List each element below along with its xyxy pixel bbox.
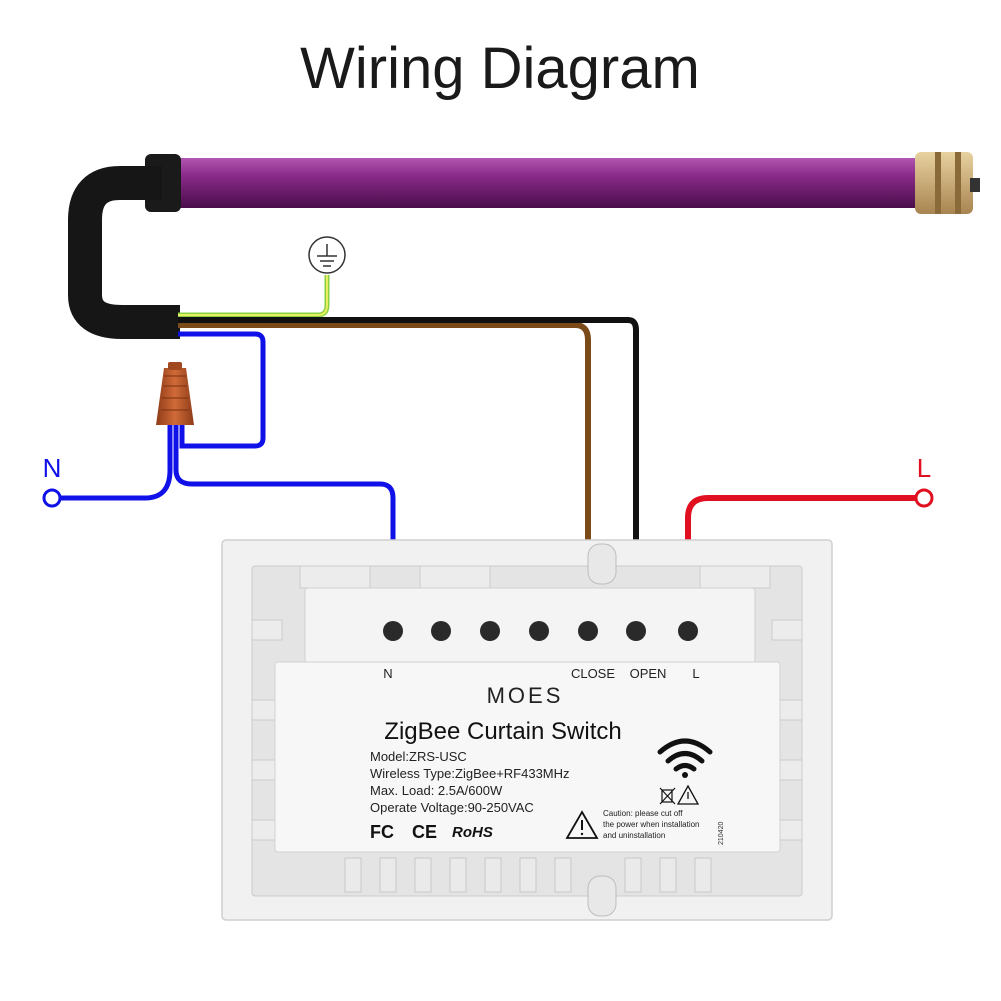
switch-terminal-n: N — [383, 666, 392, 681]
switch-terminal-open: OPEN — [630, 666, 667, 681]
fcc-logo: FC — [370, 822, 394, 842]
screw-unused-1 — [431, 621, 451, 641]
switch-terminal-close: CLOSE — [571, 666, 615, 681]
switch-neutral-wire — [173, 425, 396, 628]
live-terminal-label: L — [917, 453, 931, 483]
neutral-terminal-label: N — [43, 453, 62, 483]
caution-line-3: and uninstallation — [603, 831, 665, 840]
ground-symbol-icon — [308, 236, 346, 274]
product-name: ZigBee Curtain Switch — [384, 718, 621, 745]
warning-triangle-icon — [565, 810, 599, 839]
switch-terminal-l: L — [692, 666, 699, 681]
screw-unused-3 — [529, 621, 549, 641]
switch-body — [221, 539, 833, 921]
motor-cable — [68, 166, 180, 339]
close-wire — [178, 322, 591, 628]
neutral-terminal — [42, 488, 62, 508]
tubular-motor — [145, 152, 980, 214]
caution-line-1: Caution: please cut off — [603, 809, 683, 818]
screw-l — [678, 621, 698, 641]
live-wire — [685, 495, 916, 628]
voltage-text: Operate Voltage:90-250VAC — [370, 800, 534, 815]
brand-logo: MOES — [487, 683, 564, 708]
rohs-logo: RoHS — [452, 824, 493, 841]
screw-unused-2 — [480, 621, 500, 641]
ground-wire — [178, 275, 330, 318]
neutral-input-wire — [60, 425, 173, 501]
batch-code: 210420 — [718, 822, 725, 845]
terminal-screws — [383, 621, 698, 641]
wire-nut — [156, 362, 194, 425]
wireless-text: Wireless Type:ZigBee+RF433MHz — [370, 766, 570, 781]
model-text: Model:ZRS-USC — [370, 749, 467, 764]
motor-neutral-wire — [178, 331, 266, 449]
ce-logo: CE — [412, 822, 437, 842]
page-title: Wiring Diagram — [300, 36, 700, 101]
screw-close — [578, 621, 598, 641]
live-terminal — [914, 488, 934, 508]
screw-n — [383, 621, 403, 641]
max-load-text: Max. Load: 2.5A/600W — [370, 783, 503, 798]
crossed-bin-icon — [659, 787, 676, 805]
caution-line-2: the power when installation — [603, 820, 700, 829]
small-warning-icon — [676, 784, 700, 805]
screw-open — [626, 621, 646, 641]
wifi-icon — [657, 738, 713, 778]
open-wire — [178, 317, 639, 628]
